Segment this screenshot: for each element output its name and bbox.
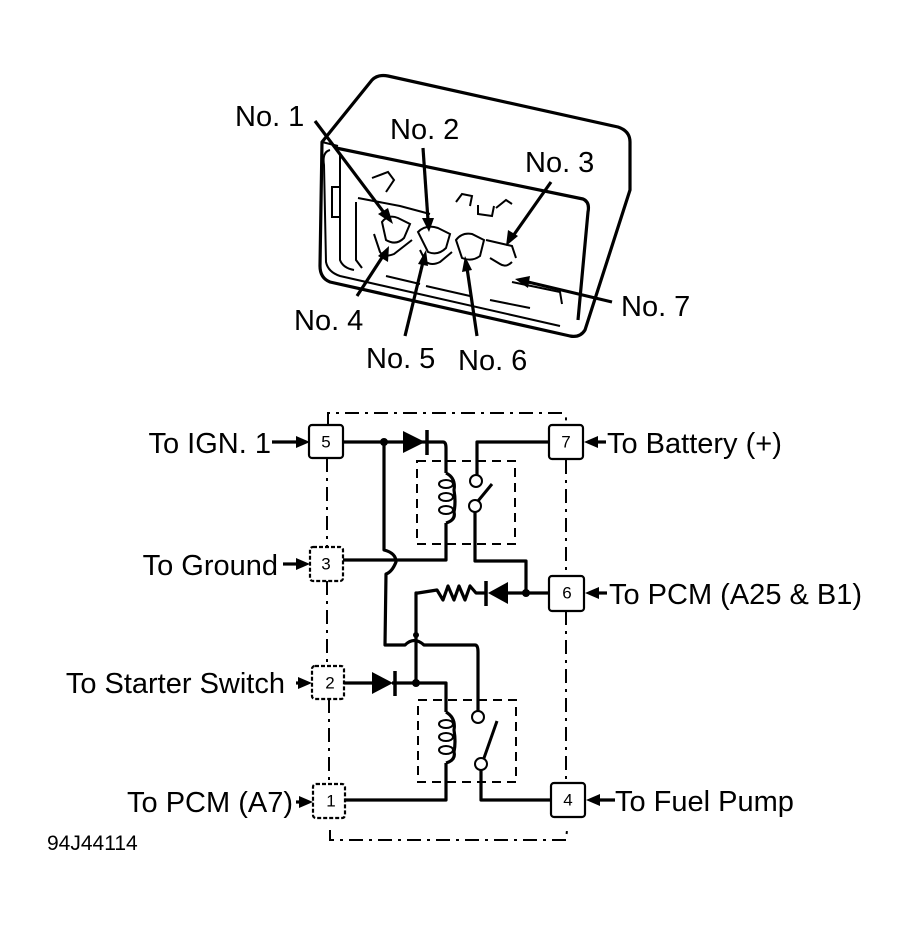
- upper-relay-switch: [468, 474, 494, 513]
- housing-bottom: [329, 829, 568, 841]
- svg-text:5: 5: [321, 433, 330, 452]
- junction-dot: [413, 632, 419, 638]
- terminal-4: 4: [549, 781, 587, 819]
- terminal-3: 3: [308, 545, 345, 583]
- svg-text:6: 6: [562, 584, 571, 603]
- diode-pin6: [484, 581, 508, 606]
- terminal-7: 7: [547, 423, 585, 461]
- input-arrows-right: [584, 436, 615, 806]
- terminal-no4: [373, 233, 413, 257]
- callout-no4: No. 4: [294, 305, 363, 337]
- junction-dot: [522, 589, 530, 597]
- callout-no2: No. 2: [390, 114, 459, 146]
- terminal-1: 1: [311, 782, 347, 820]
- callout-no3: No. 3: [525, 147, 594, 179]
- lower-relay-coil: [438, 710, 457, 765]
- junction-dot: [380, 438, 388, 446]
- terminal-no2: [416, 225, 452, 255]
- svg-text:3: 3: [321, 555, 330, 574]
- callout-arrows: [313, 120, 613, 337]
- input-arrows-left: [272, 436, 313, 808]
- svg-text:2: 2: [325, 674, 334, 693]
- svg-text:1: 1: [326, 792, 335, 811]
- label-fuel-pump: To Fuel Pump: [615, 786, 794, 818]
- junction-dot: [412, 679, 420, 687]
- label-starter-switch: To Starter Switch: [66, 668, 285, 700]
- upper-relay-box: [416, 460, 516, 545]
- label-pcm-a7: To PCM (A7): [127, 787, 293, 819]
- svg-text:7: 7: [561, 433, 570, 452]
- relay-front-face: [335, 146, 591, 321]
- figure-code: 94J44114: [47, 832, 138, 855]
- terminal-2: 2: [310, 664, 346, 701]
- callout-no1: No. 1: [235, 101, 304, 133]
- label-battery: To Battery (+): [607, 428, 782, 460]
- relay-schematic: 5 3 2 1 7 6 4: [66, 412, 862, 841]
- latch-tab: [331, 186, 341, 218]
- relay-connector-illustration: [318, 73, 632, 338]
- relay-body-outline: [318, 73, 632, 338]
- terminal-no3-no7: [485, 239, 517, 267]
- upper-relay-coil: [438, 471, 457, 525]
- svg-text:4: 4: [563, 791, 572, 810]
- housing-top: [327, 412, 567, 425]
- label-pcm-a25-b1: To PCM (A25 & B1): [609, 579, 862, 611]
- terminal-5: 5: [307, 423, 345, 460]
- callout-no5: No. 5: [366, 343, 435, 375]
- terminal-no1: [380, 215, 412, 244]
- label-ground: To Ground: [143, 550, 278, 582]
- lower-relay-box: [417, 699, 517, 783]
- diode-pin5: [403, 430, 429, 455]
- terminal-no6: [454, 232, 486, 261]
- callout-no7: No. 7: [621, 291, 690, 323]
- label-ign1: To IGN. 1: [149, 428, 272, 460]
- callout-no6: No. 6: [458, 345, 527, 377]
- lower-relay-switch: [471, 710, 499, 771]
- terminal-6: 6: [547, 574, 586, 613]
- callout-labels: No. 1 No. 2 No. 3 No. 4 No. 5 No. 6 No. …: [235, 101, 690, 377]
- diode-pin2: [372, 671, 397, 696]
